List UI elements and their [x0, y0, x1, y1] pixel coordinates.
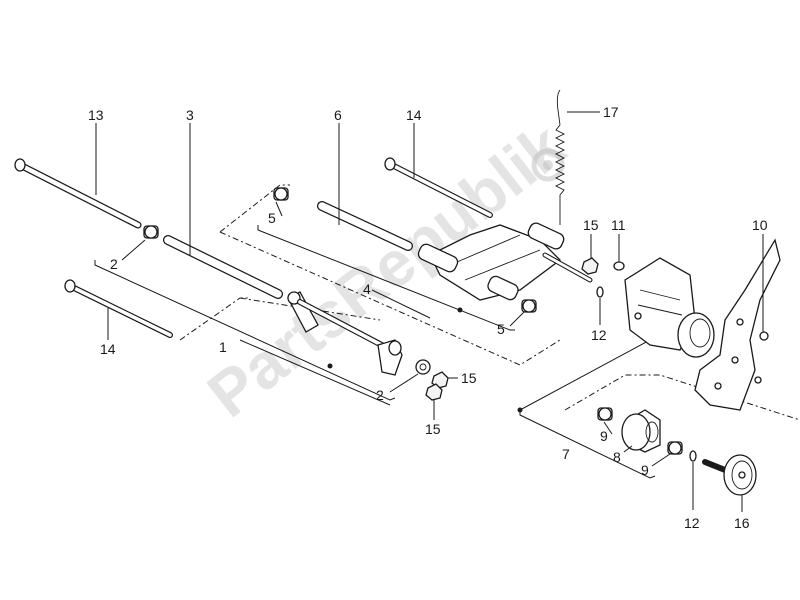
- callout-10: 10: [752, 217, 768, 233]
- callout-2b: 2: [376, 387, 384, 403]
- leader-5a: [275, 201, 283, 217]
- part-14-bolt-lower: [64, 279, 173, 338]
- leader-9b: [651, 453, 671, 467]
- frame-upper-right: [219, 231, 561, 366]
- leader-5b: [509, 311, 525, 327]
- callout-9a: 9: [600, 428, 608, 444]
- part-15-nut-c: [581, 257, 599, 275]
- leader-2a: [121, 239, 146, 261]
- callout-3: 3: [186, 107, 194, 123]
- part-6-pin: [317, 201, 413, 251]
- part-8-roller: [621, 409, 661, 453]
- callout-8: 8: [613, 449, 621, 465]
- bracket-2: [94, 260, 396, 401]
- part-15-nut-b: [425, 383, 443, 401]
- part-12-washer-b: [689, 450, 697, 462]
- part-5-spacer-upper: [273, 187, 289, 201]
- leader-9a: [603, 421, 613, 435]
- callout-13: 13: [88, 107, 104, 123]
- callout-7: 7: [562, 446, 570, 462]
- callout-17: 17: [603, 104, 619, 120]
- bracket-5: [257, 225, 515, 331]
- callout-6: 6: [334, 107, 342, 123]
- part-12-washer-a: [596, 286, 604, 298]
- part-3-pin: [163, 235, 283, 299]
- gear-icon: [531, 148, 565, 182]
- callout-12a: 12: [591, 327, 607, 343]
- callout-15a: 15: [461, 370, 477, 386]
- callout-2a: 2: [110, 256, 118, 272]
- callout-9b: 9: [641, 462, 649, 478]
- part-2-spacer-lower: [415, 359, 431, 375]
- part-9-spacer-a: [597, 407, 613, 421]
- leader-hub-dot: [519, 339, 651, 411]
- part-hub-plate: [624, 257, 715, 358]
- part-5-spacer-lower: [521, 299, 537, 313]
- part-14-bolt-upper: [384, 157, 493, 218]
- part-9-spacer-b: [667, 441, 683, 455]
- part-16-disc: [702, 454, 757, 496]
- part-11-washer: [613, 261, 625, 271]
- leader-8: [623, 445, 633, 453]
- leader-2b: [389, 373, 419, 393]
- part-1-bracket: [287, 291, 403, 376]
- callout-5a: 5: [268, 210, 276, 226]
- bracket-1: [239, 339, 391, 406]
- callout-5b: 5: [497, 321, 505, 337]
- part-17-spring: [554, 89, 566, 225]
- callout-1: 1: [219, 339, 227, 355]
- pivot-dot-1: [327, 363, 333, 369]
- leader-4: [371, 289, 431, 319]
- frame-left: [179, 297, 250, 341]
- callout-11: 11: [611, 217, 626, 233]
- pivot-dot-7: [517, 407, 523, 413]
- callout-14a: 14: [406, 107, 422, 123]
- callout-12b: 12: [684, 515, 700, 531]
- callout-14b: 14: [100, 341, 116, 357]
- part-13-long-bolt: [14, 158, 142, 229]
- callout-15c: 15: [583, 217, 599, 233]
- callout-16: 16: [734, 515, 750, 531]
- part-2-spacer-upper: [143, 225, 159, 239]
- callout-4: 4: [363, 281, 371, 297]
- part-10-frame-plate: [694, 238, 781, 411]
- part-4-swing-arm: [417, 222, 593, 301]
- pivot-dot-4: [457, 307, 463, 313]
- callout-15b: 15: [425, 421, 441, 437]
